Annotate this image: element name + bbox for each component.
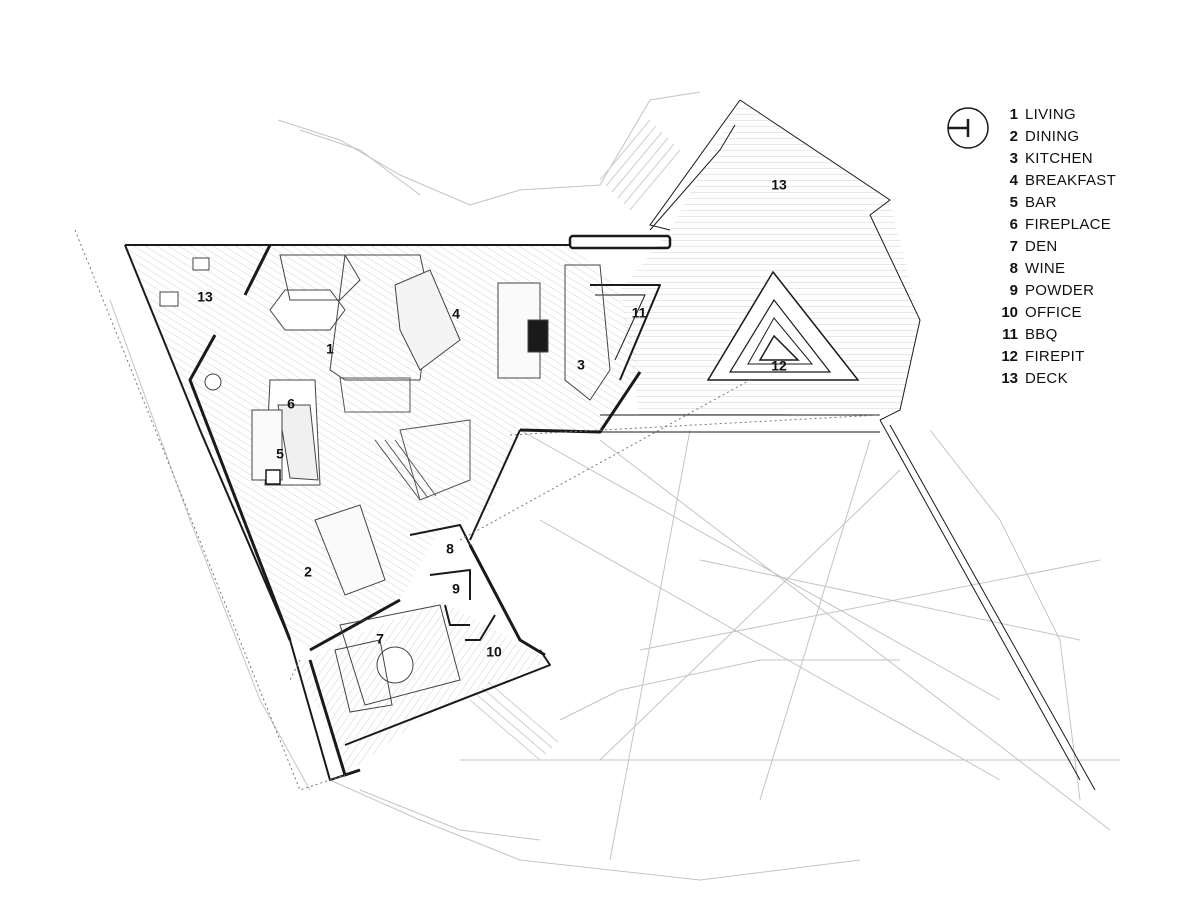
room-label-wine: 8	[446, 541, 454, 557]
room-label-living: 1	[326, 341, 334, 357]
room-label-fireplace: 6	[287, 396, 295, 412]
room-labels: 13 1 4 3 11 12 13 6 5 2 8 9 7 10	[197, 177, 787, 660]
legend-room-name: POWDER	[1025, 282, 1095, 299]
room-label-den: 7	[376, 631, 384, 647]
legend-number: 4	[1009, 172, 1018, 189]
main-floor-area	[125, 245, 640, 650]
legend-number: 6	[1009, 216, 1018, 233]
legend-number: 12	[1001, 348, 1018, 365]
room-label-bar: 5	[276, 446, 284, 462]
legend-number: 3	[1009, 150, 1018, 167]
legend-room-name: WINE	[1025, 260, 1066, 277]
room-label-bbq: 11	[632, 305, 647, 321]
legend-room-name: DINING	[1025, 128, 1080, 145]
legend-room-name: BAR	[1025, 194, 1057, 211]
site-context-lines	[109, 91, 1120, 881]
legend-number: 11	[1002, 326, 1018, 343]
legend-item: 5 BAR	[998, 192, 1148, 214]
legend-room-name: DECK	[1025, 370, 1068, 387]
legend-item: 13 DECK	[998, 368, 1148, 390]
room-label-deck-north: 13	[771, 177, 787, 193]
firepit	[706, 270, 860, 381]
room-label-firepit: 12	[771, 358, 787, 374]
room-label-powder: 9	[452, 581, 460, 597]
room-label-kitchen: 3	[577, 357, 585, 373]
legend-item: 12 FIREPIT	[998, 346, 1148, 368]
dotted-lines	[74, 229, 881, 791]
deck-north-floor	[620, 100, 920, 420]
room-label-office: 10	[486, 644, 502, 660]
room-label-deck-west: 13	[197, 289, 213, 305]
legend-item: 11 BBQ	[998, 324, 1148, 346]
legend-item: 1 LIVING	[998, 104, 1148, 126]
legend-number: 7	[1009, 238, 1018, 255]
room-label-dining: 2	[304, 564, 312, 580]
legend-number: 2	[1009, 128, 1018, 145]
legend-number: 5	[1009, 194, 1018, 211]
site-stairs	[469, 119, 681, 761]
legend-item: 8 WINE	[998, 258, 1148, 280]
legend-item: 9 POWDER	[998, 280, 1148, 302]
legend-room-name: BREAKFAST	[1025, 172, 1117, 189]
legend-item: 2 DINING	[998, 126, 1148, 148]
legend-room-name: KITCHEN	[1025, 150, 1093, 167]
legend-item: 7 DEN	[998, 236, 1148, 258]
legend-list: 1 LIVING 2 DINING 3 KITCHEN 4 BREAKFAST 5 BAR…	[998, 104, 1148, 390]
stair-opening	[339, 377, 471, 501]
legend-room-name: LIVING	[1025, 106, 1076, 123]
legend-room-name: OFFICE	[1025, 304, 1082, 321]
legend-item: 6 FIREPLACE	[998, 214, 1148, 236]
legend-room-name: FIREPLACE	[1025, 216, 1112, 233]
legend-item: 4 BREAKFAST	[998, 170, 1148, 192]
legend-room-name: DEN	[1025, 238, 1058, 255]
legend-number: 13	[1001, 370, 1018, 387]
legend-number: 10	[1001, 304, 1018, 321]
legend-room-name: BBQ	[1025, 326, 1058, 343]
legend-item: 10 OFFICE	[998, 302, 1148, 324]
legend-number: 8	[1009, 260, 1018, 277]
deck-outlines	[600, 99, 1096, 791]
north-arrow-icon	[947, 107, 989, 149]
legend-number: 9	[1009, 282, 1018, 299]
legend-room-name: FIREPIT	[1025, 348, 1085, 365]
legend-number: 1	[1009, 106, 1018, 123]
interior-fixtures	[159, 254, 611, 713]
room-label-breakfast: 4	[452, 306, 460, 322]
legend-item: 3 KITCHEN	[998, 148, 1148, 170]
